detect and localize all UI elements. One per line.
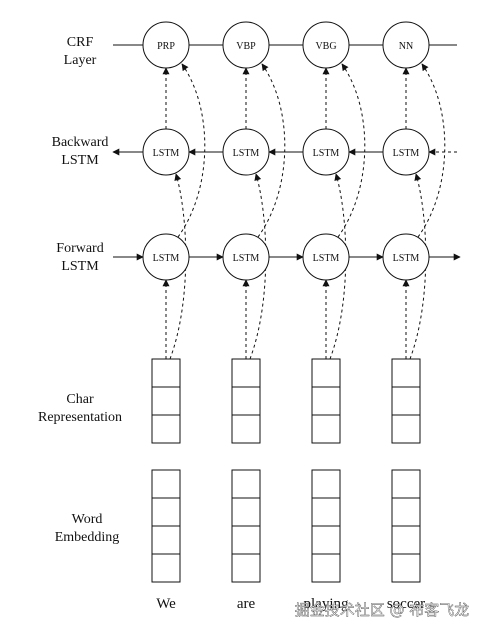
backward-lstm-label: LSTM — [393, 148, 420, 159]
char-to-backward-curve — [329, 173, 347, 360]
word-embedding-cell — [151, 497, 181, 527]
forward-to-crf-curve — [417, 63, 446, 238]
word-embedding-cell — [311, 469, 341, 499]
forward-to-crf-curve — [257, 63, 286, 238]
embedding-cells-group — [151, 358, 421, 583]
nodes-group: PRP LSTM LSTM VBP LSTM LSTM VBG LSTM LSTM NN LSTM L… — [142, 21, 430, 281]
layer-label-char: Char Representation — [38, 392, 122, 425]
layer-label-forward: Forward LSTM — [56, 241, 103, 274]
char-representation-cell — [231, 386, 261, 416]
backward-lstm-node — [142, 128, 190, 176]
layer-label-backward: Backward LSTM — [52, 135, 109, 168]
forward-to-crf-curve — [177, 63, 206, 238]
char-to-backward-curve — [249, 173, 267, 360]
crf-node — [222, 21, 270, 69]
crf-node — [142, 21, 190, 69]
char-label-line1: Char — [66, 392, 94, 407]
word-embedding-cell — [391, 469, 421, 499]
words-group: We are playing soccer — [156, 596, 425, 612]
crf-tag-label: VBP — [236, 41, 256, 52]
forward-lstm-label: LSTM — [233, 253, 260, 264]
word-embedding-cell — [391, 525, 421, 555]
word-label-line2: Embedding — [55, 530, 120, 545]
word-embedding-cell — [231, 497, 261, 527]
forward-label-line1: Forward — [56, 241, 103, 256]
char-representation-cell — [151, 386, 181, 416]
char-representation-cell — [231, 358, 261, 388]
input-word: soccer — [387, 596, 425, 612]
crf-label-line2: Layer — [64, 53, 97, 68]
backward-lstm-label: LSTM — [233, 148, 260, 159]
forward-lstm-label: LSTM — [393, 253, 420, 264]
char-representation-cell — [311, 358, 341, 388]
connections-group — [112, 44, 461, 360]
char-representation-cell — [391, 358, 421, 388]
char-label-line2: Representation — [38, 410, 122, 425]
backward-lstm-node — [382, 128, 430, 176]
word-embedding-cell — [391, 497, 421, 527]
layer-label-word: Word Embedding — [55, 512, 120, 545]
char-representation-cell — [311, 414, 341, 444]
char-to-backward-curve — [169, 173, 187, 360]
word-embedding-cell — [231, 553, 261, 583]
word-label-line1: Word — [72, 512, 103, 527]
word-embedding-cell — [391, 553, 421, 583]
char-representation-cell — [391, 386, 421, 416]
input-word: playing — [304, 596, 349, 612]
backward-lstm-label: LSTM — [313, 148, 340, 159]
crf-tag-label: NN — [399, 41, 413, 52]
word-embedding-cell — [231, 469, 261, 499]
char-representation-cell — [311, 386, 341, 416]
word-embedding-cell — [231, 525, 261, 555]
crf-node — [382, 21, 430, 69]
crf-label-line1: CRF — [67, 35, 94, 50]
watermark: 掘金技术社区 @ 布客飞龙 — [295, 601, 470, 619]
backward-lstm-node — [222, 128, 270, 176]
backward-label-line1: Backward — [52, 135, 109, 150]
backward-lstm-label: LSTM — [153, 148, 180, 159]
crf-tag-label: PRP — [157, 41, 175, 52]
word-embedding-cell — [311, 553, 341, 583]
forward-lstm-node — [222, 233, 270, 281]
forward-lstm-label: LSTM — [153, 253, 180, 264]
word-embedding-cell — [151, 469, 181, 499]
forward-to-crf-curve — [337, 63, 366, 238]
char-representation-cell — [151, 358, 181, 388]
crf-node — [302, 21, 350, 69]
backward-lstm-node — [302, 128, 350, 176]
forward-label-line2: LSTM — [61, 259, 99, 274]
forward-lstm-node — [302, 233, 350, 281]
backward-label-line2: LSTM — [61, 153, 99, 168]
input-word: are — [237, 596, 256, 612]
crf-tag-label: VBG — [315, 41, 336, 52]
word-embedding-cell — [311, 525, 341, 555]
word-embedding-cell — [311, 497, 341, 527]
word-embedding-cell — [151, 553, 181, 583]
layer-label-crf: CRF Layer — [64, 35, 97, 68]
word-embedding-cell — [151, 525, 181, 555]
char-representation-cell — [151, 414, 181, 444]
forward-lstm-label: LSTM — [313, 253, 340, 264]
char-representation-cell — [231, 414, 261, 444]
input-word: We — [156, 596, 176, 612]
char-to-backward-curve — [409, 173, 427, 360]
forward-lstm-node — [142, 233, 190, 281]
forward-lstm-node — [382, 233, 430, 281]
char-representation-cell — [391, 414, 421, 444]
